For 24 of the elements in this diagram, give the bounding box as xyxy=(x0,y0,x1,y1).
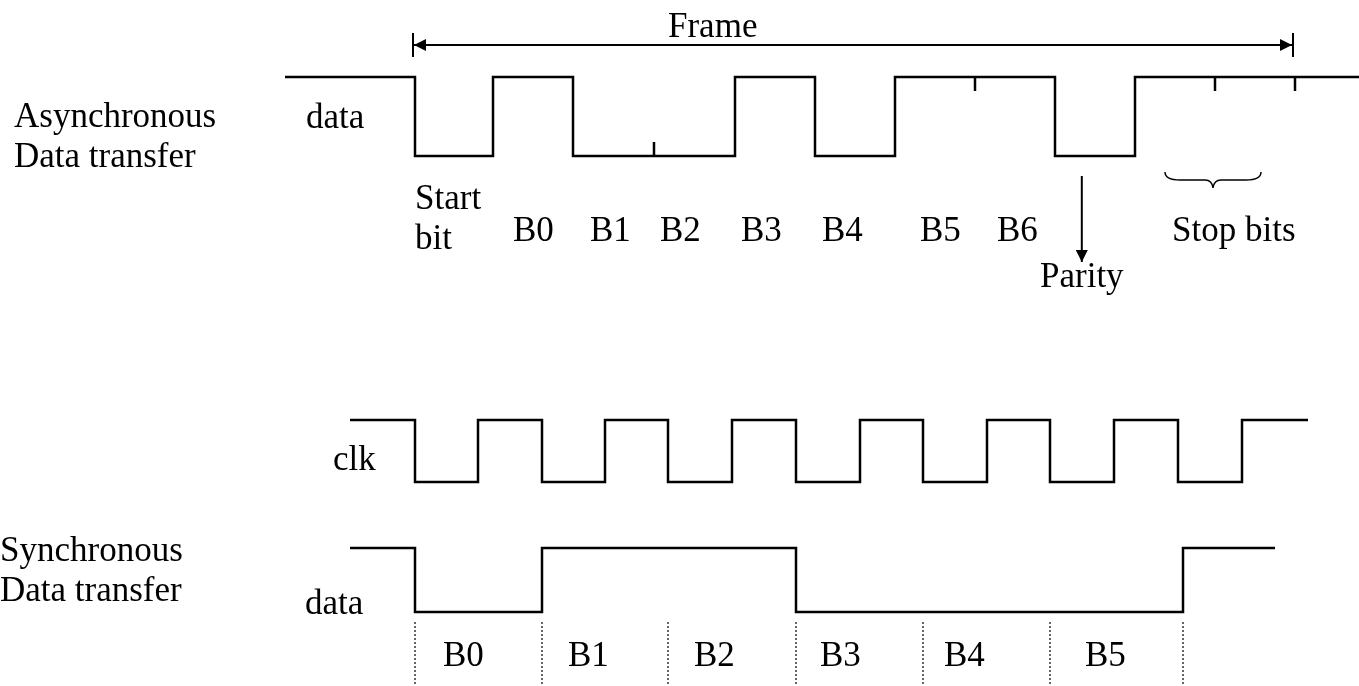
bit-label: B2 xyxy=(660,210,701,250)
bit-label: B3 xyxy=(820,635,861,675)
bit-label: B1 xyxy=(568,635,609,675)
bit-label: B1 xyxy=(590,210,631,250)
bit-label: B3 xyxy=(741,210,782,250)
bit-label: B0 xyxy=(443,635,484,675)
callout-text: Parity xyxy=(1040,256,1124,296)
arrow xyxy=(1075,175,1088,263)
signal-label: data xyxy=(305,583,364,623)
waveform xyxy=(285,75,1359,158)
signal-label: data xyxy=(306,97,365,137)
bit-label: B6 xyxy=(997,210,1038,250)
dimension-label: Frame xyxy=(668,6,758,46)
bit-label: B2 xyxy=(694,635,735,675)
signal-label: clk xyxy=(333,439,376,479)
row-label: Asynchronous Data transfer xyxy=(14,96,218,176)
bit-label: Start bit xyxy=(415,178,483,258)
bit-label: B5 xyxy=(920,210,961,250)
bit-label: B5 xyxy=(1085,635,1126,675)
row-label: Synchronous Data transfer xyxy=(0,530,184,610)
bit-label: B0 xyxy=(513,210,554,250)
bit-label: Stop bits xyxy=(1172,210,1296,250)
bit-label: B4 xyxy=(822,210,863,250)
bit-label: B4 xyxy=(944,635,985,675)
